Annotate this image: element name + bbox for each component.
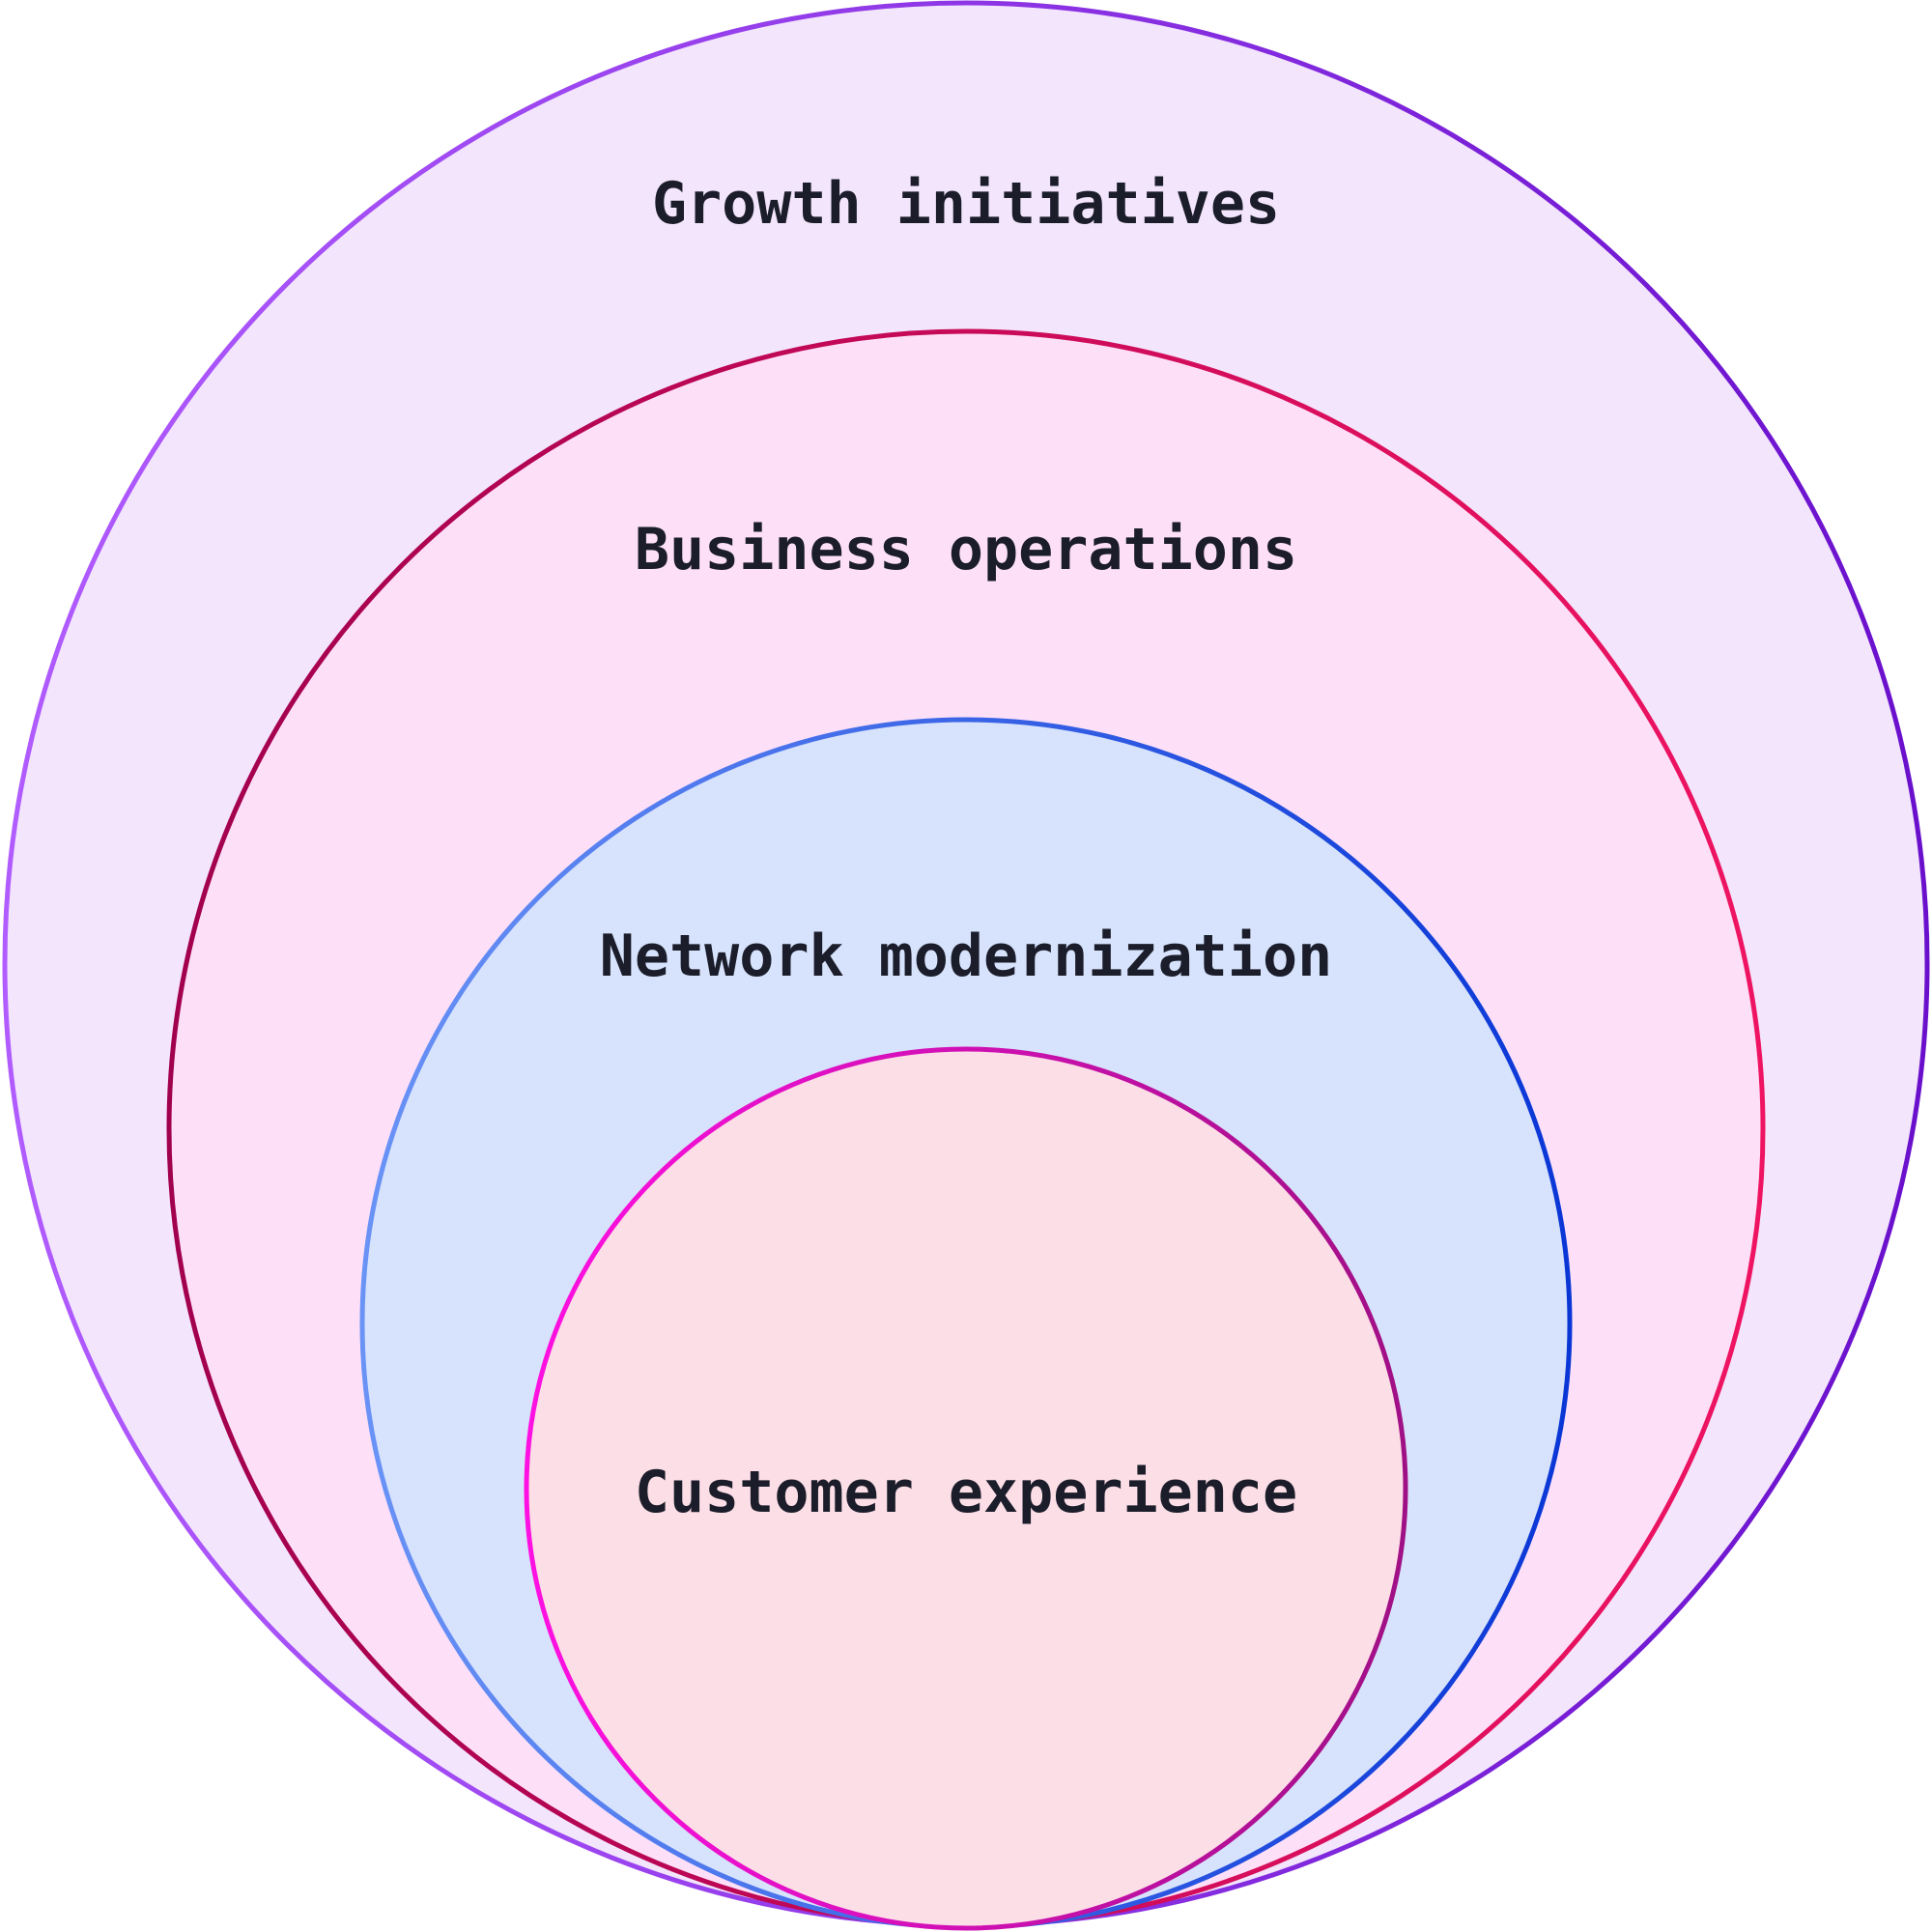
circle-layer-customer-experience bbox=[524, 1046, 1408, 1931]
label-growth-initiatives: Growth initiatives bbox=[652, 170, 1280, 238]
label-network-modernization: Network modernization bbox=[600, 923, 1333, 990]
label-business-operations: Business operations bbox=[635, 516, 1297, 583]
label-customer-experience: Customer experience bbox=[635, 1459, 1297, 1526]
circle-customer-experience bbox=[524, 1046, 1408, 1931]
